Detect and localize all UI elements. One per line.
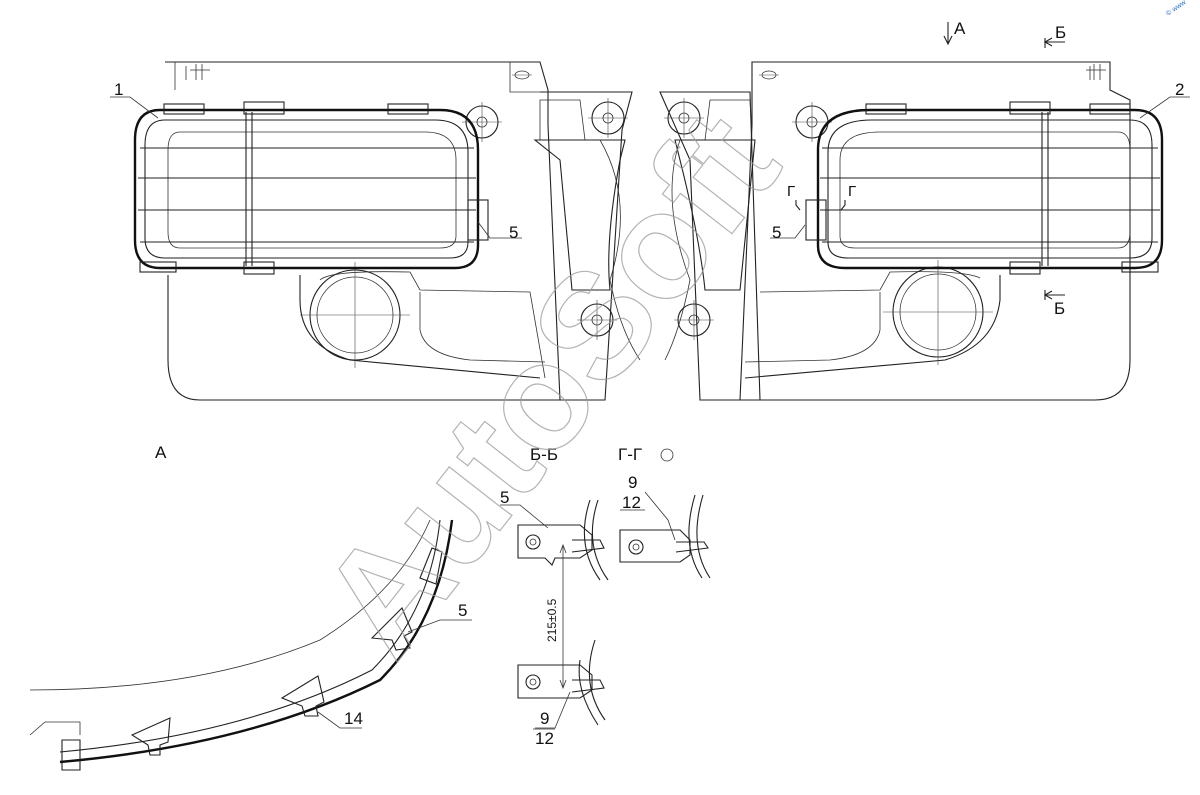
label-part-5-right: 5 [772,223,781,242]
top-callouts [110,22,1190,300]
left-panel [165,61,561,401]
dimension-215: 215±0.5 [545,598,559,642]
left-grille [133,101,489,275]
label-section-b-top: Б [1055,23,1066,42]
right-grille [805,101,1164,275]
top-labels: 1 2 5 5 А Б Б Г Г [114,19,1184,318]
label-part-5-section: 5 [500,488,509,507]
label-section-g-right: Г [848,183,856,200]
section-b-b: Б-Б 5 215±0.5 9 12 [500,445,609,748]
label-section-b-bottom: Б [1054,299,1065,318]
label-part-9-top: 9 [628,473,637,492]
section-g-g: Г-Г 9 12 [618,445,711,579]
label-part-12-top: 12 [622,493,641,512]
view-a-title: А [155,443,167,462]
corner-mark: © www [1165,0,1189,18]
section-b-title: Б-Б [530,445,558,464]
label-part-1: 1 [114,80,123,99]
watermark: AutoSoft [287,82,810,686]
center-connector [533,91,761,401]
label-view-a-arrow: А [954,19,966,38]
rotation-symbol [660,448,674,462]
right-panel [739,61,1131,401]
view-a-detail: А 5 14 [29,443,472,771]
label-part-5-left: 5 [509,223,518,242]
label-part-2: 2 [1175,80,1184,99]
label-part-14: 14 [344,709,363,728]
label-part-12-bottom: 12 [535,729,554,748]
section-g-title: Г-Г [618,445,642,464]
label-part-5-detail: 5 [458,601,467,620]
label-part-9-bottom: 9 [540,709,549,728]
label-section-g-left: Г [787,183,795,200]
watermark-text: AutoSoft [288,82,810,684]
